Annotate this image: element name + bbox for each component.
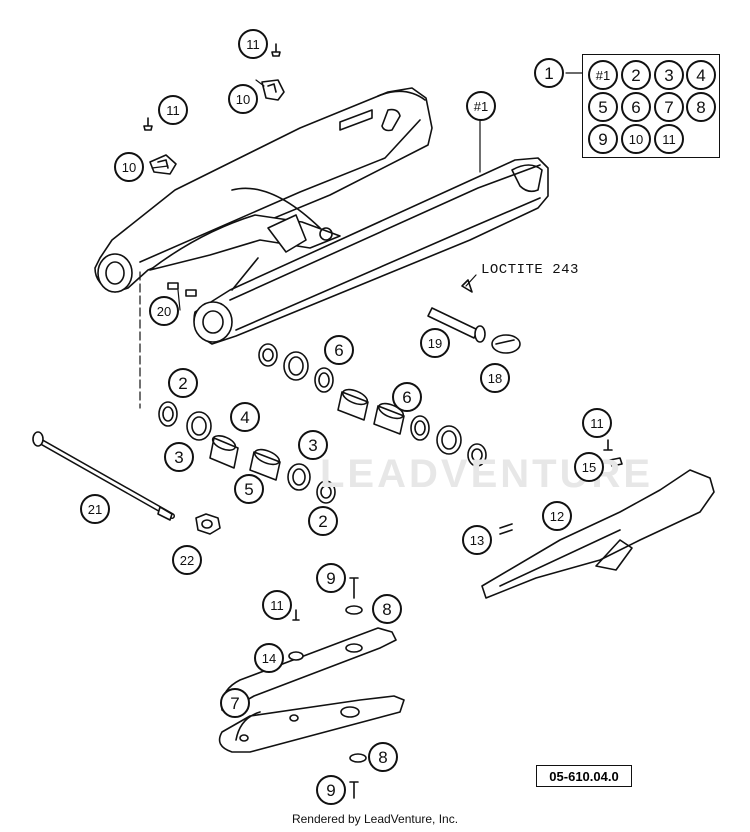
callout-4[interactable]: 4	[230, 402, 260, 432]
watermark: LEADVENTURE	[320, 452, 654, 496]
callout-15[interactable]: 15	[574, 452, 604, 482]
callout-11-top[interactable]: 11	[238, 29, 268, 59]
swingarm	[94, 87, 549, 345]
callout-10-top[interactable]: 10	[228, 84, 258, 114]
legend-item-6: 6	[621, 92, 651, 122]
callout-11-left[interactable]: 11	[158, 95, 188, 125]
callout-22[interactable]: 22	[172, 545, 202, 575]
legend-item-8: 8	[686, 92, 716, 122]
legend-item-11: 11	[654, 124, 684, 154]
callout-9-bottom[interactable]: 9	[316, 775, 346, 805]
shock-bolt	[427, 279, 486, 343]
pivot-axle	[32, 431, 175, 521]
cover-cap	[491, 334, 521, 354]
callout-6-top[interactable]: 6	[324, 335, 354, 365]
callout-19[interactable]: 19	[420, 328, 450, 358]
callout-8-top[interactable]: 8	[372, 594, 402, 624]
cable-clamp-left	[143, 117, 177, 175]
callout-2-top[interactable]: 2	[168, 368, 198, 398]
chain-slider	[218, 627, 405, 753]
callout-5[interactable]: 5	[234, 474, 264, 504]
axle-nut	[195, 513, 221, 535]
callout-9-top[interactable]: 9	[316, 563, 346, 593]
callout-1[interactable]: 1	[534, 58, 564, 88]
callout-2-bottom[interactable]: 2	[308, 506, 338, 536]
callout-3-left[interactable]: 3	[164, 442, 194, 472]
callout-11-bottom[interactable]: 11	[262, 590, 292, 620]
callout-20[interactable]: 20	[149, 296, 179, 326]
callout-11-right[interactable]: 11	[582, 408, 612, 438]
callout-7[interactable]: 7	[220, 688, 250, 718]
callout-21[interactable]: 21	[80, 494, 110, 524]
diagram-reference: 05-610.04.0	[536, 765, 632, 787]
legend-item-4: 4	[686, 60, 716, 90]
legend-item-7: 7	[654, 92, 684, 122]
legend-item-9: 9	[588, 124, 618, 154]
callout-6-right[interactable]: 6	[392, 382, 422, 412]
legend-item-h1: #1	[588, 60, 618, 90]
callout-h1[interactable]: #1	[466, 91, 496, 121]
legend-item-3: 3	[654, 60, 684, 90]
callout-10-left[interactable]: 10	[114, 152, 144, 182]
cable-clamp-top	[261, 43, 285, 101]
chain-guard	[481, 439, 715, 599]
callout-12[interactable]: 12	[542, 501, 572, 531]
legend-item-5: 5	[588, 92, 618, 122]
legend-item-10: 10	[621, 124, 651, 154]
callout-18[interactable]: 18	[480, 363, 510, 393]
callout-14[interactable]: 14	[254, 643, 284, 673]
slider-fasteners	[288, 529, 513, 799]
bearing-set	[158, 343, 487, 504]
callout-8-bottom[interactable]: 8	[368, 742, 398, 772]
callout-3-right[interactable]: 3	[298, 430, 328, 460]
footer-credit: Rendered by LeadVenture, Inc.	[291, 812, 459, 826]
callout-13[interactable]: 13	[462, 525, 492, 555]
legend-item-2: 2	[621, 60, 651, 90]
loctite-label: LOCTITE 243	[481, 262, 579, 278]
